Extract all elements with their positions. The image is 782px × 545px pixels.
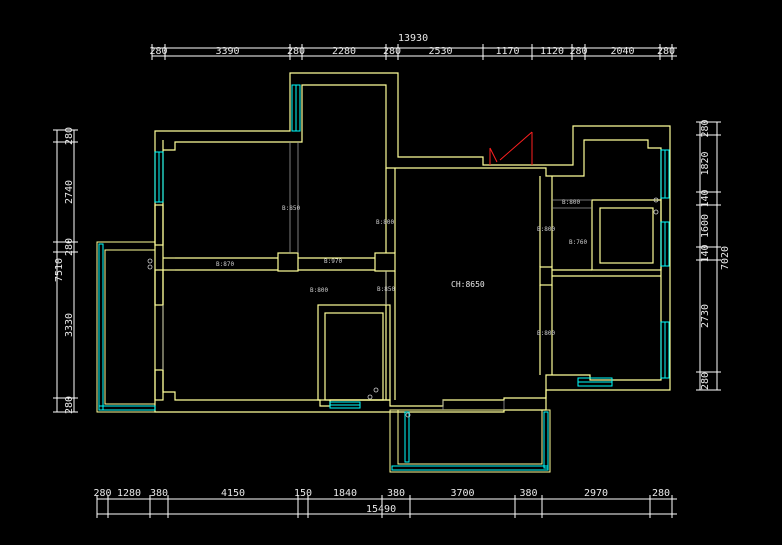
dimension-segment-label: 380 (150, 488, 168, 499)
opening-label-9: B:760 (569, 239, 587, 246)
top-dimension-chain (151, 44, 677, 60)
dimension-segment-label: 280 (657, 46, 675, 57)
dimension-segment-label: 2530 (428, 46, 452, 57)
dimension-segment-label: 2970 (584, 488, 608, 499)
dimension-segment-label: 280 (652, 488, 670, 499)
bottom-balcony-glazing (391, 411, 549, 471)
dimension-segment-label: 280 (287, 46, 305, 57)
opening-label-5: B:800 (310, 287, 328, 294)
dimension-segment-label: 280 (383, 46, 401, 57)
dimension-segment-label: 3700 (450, 488, 474, 499)
dimension-segment-label: 2730 (700, 304, 711, 328)
dimension-segment-label: 1120 (540, 46, 564, 57)
dimension-segment-label: 1280 (117, 488, 141, 499)
opening-label-3: B:870 (216, 261, 234, 268)
dimension-segment-label: 3390 (215, 46, 239, 57)
dimension-segment-label: 4150 (221, 488, 245, 499)
dimension-segment-label: 140 (700, 244, 711, 262)
dimension-segment-label: 280 (149, 46, 167, 57)
opening-label-7: B:800 (537, 226, 555, 233)
top-total-dimension: 13930 (398, 33, 428, 44)
opening-label-2: B:800 (376, 219, 394, 226)
fixtures (147, 197, 659, 418)
opening-label-6: B:850 (377, 286, 395, 293)
opening-label-10: B:800 (537, 330, 555, 337)
dimension-segment-label: 2740 (64, 180, 75, 204)
dimension-segment-label: 280 (64, 127, 75, 145)
left-dimension-chain (53, 129, 78, 413)
dimension-segment-label: 280 (93, 488, 111, 499)
dimension-segment-label: 2280 (332, 46, 356, 57)
bottom-total-dimension: 15490 (366, 504, 396, 515)
dimension-segment-label: 280 (64, 238, 75, 256)
dimension-segment-label: 1170 (495, 46, 519, 57)
right-dimension-chain (696, 121, 721, 391)
left-balcony-glazing (98, 243, 156, 411)
dimension-segment-label: 2040 (610, 46, 634, 57)
bottom-dimension-chain (96, 495, 677, 518)
left-total-dimension: 7510 (54, 258, 65, 282)
dimension-segment-label: 380 (387, 488, 405, 499)
right-total-dimension: 7020 (720, 246, 731, 270)
door-openings (162, 142, 592, 410)
opening-label-4: B:970 (324, 258, 342, 265)
outer-walls (154, 72, 671, 413)
dimension-segment-label: 280 (569, 46, 587, 57)
dimension-segment-label: 1840 (333, 488, 357, 499)
opening-label-8: B:800 (562, 199, 580, 206)
dimension-segment-label: 380 (519, 488, 537, 499)
bottom-balcony (389, 409, 551, 473)
dimension-segment-label: 3330 (64, 313, 75, 337)
dimension-segment-label: 150 (294, 488, 312, 499)
dimension-segment-label: 1600 (700, 214, 711, 238)
opening-label-1: B:850 (282, 205, 300, 212)
dimension-segment-label: 1820 (700, 151, 711, 175)
left-balcony (96, 241, 156, 413)
dimension-segment-label: 140 (700, 189, 711, 207)
entry-door (489, 131, 533, 165)
dimension-segment-label: 280 (700, 119, 711, 137)
windows (154, 84, 670, 463)
dimension-segment-label: 280 (64, 396, 75, 414)
living-area-label: CH:8650 (451, 280, 485, 289)
dimension-segment-label: 280 (700, 372, 711, 390)
